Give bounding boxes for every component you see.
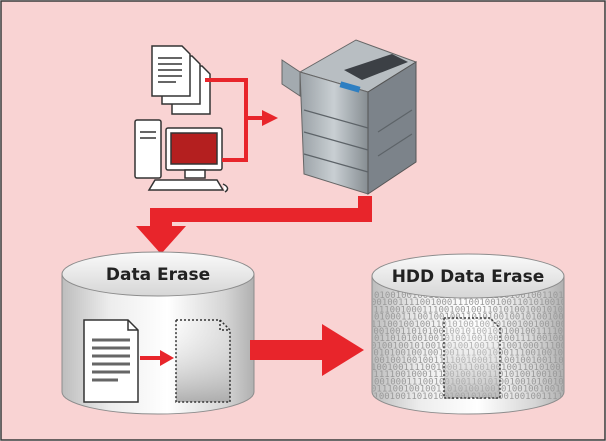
arrow-icon: [262, 110, 278, 126]
document-stack-icon: [151, 45, 211, 115]
small-arrow-icon: [140, 350, 174, 366]
data-erase-label: Data Erase: [106, 265, 210, 285]
hdd-data-erase-cylinder: 0100100100111100100011100100100110100010…: [368, 253, 566, 415]
binary-row: 111100100011100100100110101001001010: [368, 305, 563, 315]
arrow-icon: [250, 324, 364, 376]
deleted-document-icon: [175, 319, 231, 403]
printer-icon: [281, 39, 418, 195]
binary-row: 001001111001000111001001001101010010: [371, 298, 566, 308]
input-connector: [205, 78, 262, 162]
hdd-data-erase-label: HDD Data Erase: [392, 267, 545, 287]
document-icon: [83, 319, 139, 403]
output-arrow: [136, 196, 372, 254]
computer-icon: [134, 119, 229, 193]
